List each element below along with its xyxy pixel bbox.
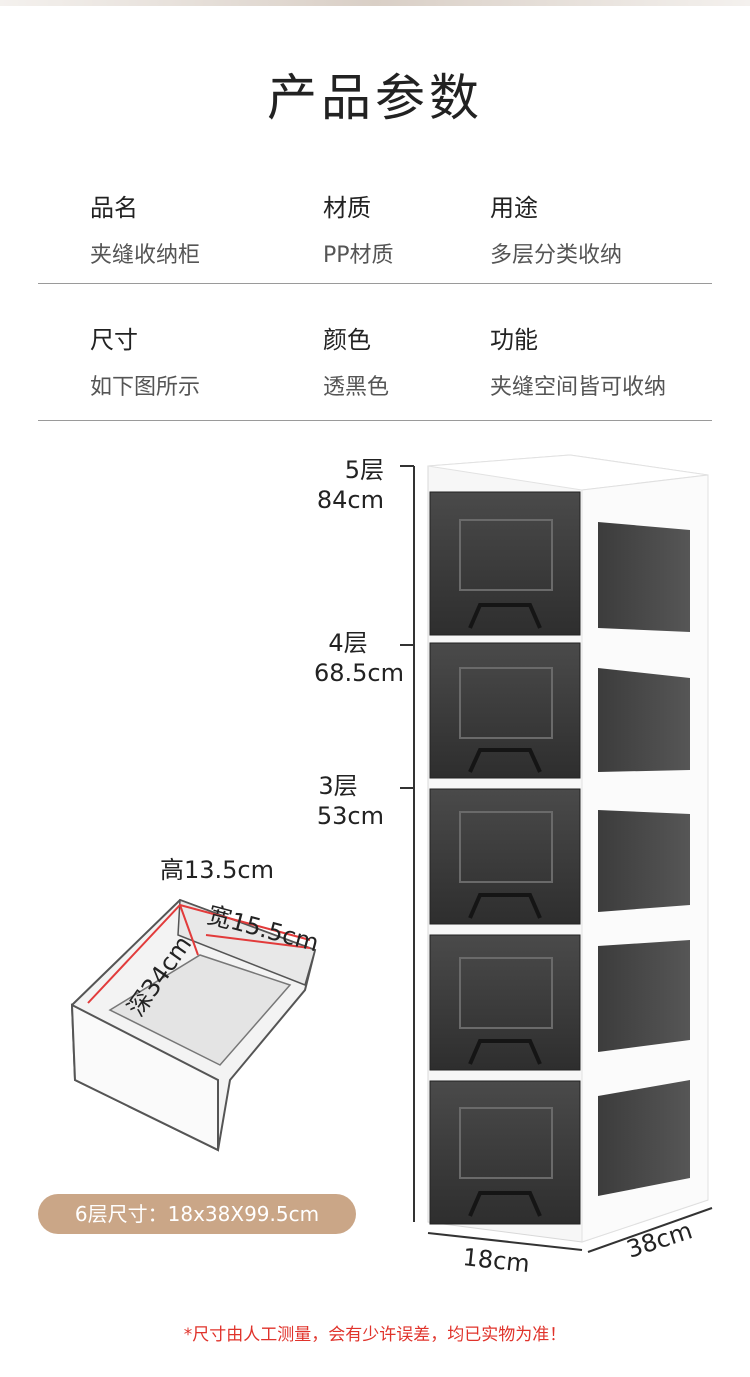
layer-height: 53cm [316,802,384,830]
spec-value: 夹缝收纳柜 [90,243,201,268]
spec-material: 材质 PP材质 [323,188,394,269]
spec-key: 尺寸 [90,326,138,354]
spec-key: 品名 [90,194,138,222]
measurement-note: *尺寸由人工测量，会有少许误差，均已实物为准！ [183,1325,567,1345]
spec-key: 功能 [490,326,538,354]
spec-size: 尺寸 如下图所示 [90,320,200,401]
layer-count: 5层 [344,456,384,484]
height-label-3: 3层 53cm [292,771,384,831]
cabinet-width-label: 18cm [461,1243,531,1278]
layer-count: 4层 [328,629,368,657]
side-windows [598,522,690,1196]
top-accent-line [0,0,750,6]
base-dimension-lines [427,1207,713,1253]
spec-key: 颜色 [323,326,371,354]
spec-value: 多层分类收纳 [490,243,623,268]
spec-value: 如下图所示 [90,375,201,400]
size-badge: 6层尺寸：18x38X99.5cm [38,1194,356,1234]
spec-name: 品名 夹缝收纳柜 [90,188,200,269]
layer-height: 68.5cm [313,659,404,687]
spec-key: 用途 [490,194,538,222]
spec-value: PP材质 [323,243,394,268]
spec-value: 夹缝空间皆可收纳 [490,375,667,400]
front-drawers [429,491,581,1225]
drawer-illustration [70,898,317,1152]
layer-count: 3层 [318,772,358,800]
divider [38,283,712,284]
spec-function: 功能 夹缝空间皆可收纳 [490,320,666,401]
divider [38,420,712,421]
height-dimension-line [400,465,415,1222]
spec-value: 透黑色 [323,375,390,400]
height-label-5: 5层 84cm [292,455,384,515]
layer-height: 84cm [316,486,384,514]
height-label-4: 4层 68.5cm [292,628,404,688]
spec-color: 颜色 透黑色 [323,320,389,401]
spec-key: 材质 [323,194,371,222]
drawer-height-label: 高13.5cm [160,856,274,884]
page-title: 产品参数 [267,69,483,127]
spec-usage: 用途 多层分类收纳 [490,188,622,269]
